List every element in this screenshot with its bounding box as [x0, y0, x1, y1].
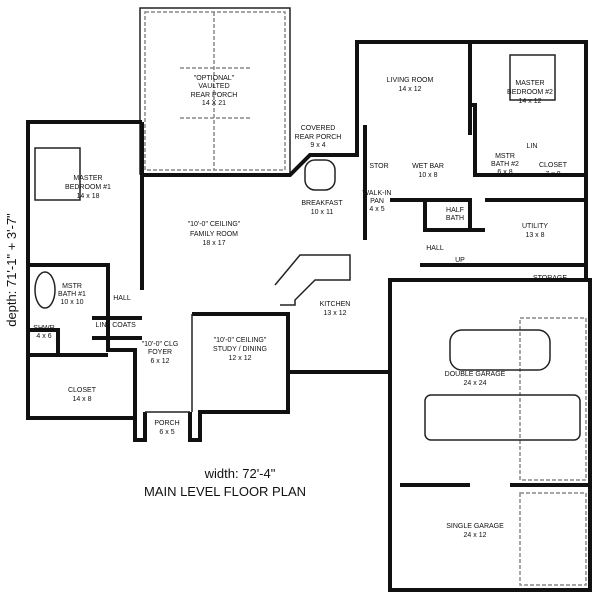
- rear-porch: [139, 7, 291, 175]
- mstr-bath1-name2: BATH #1: [58, 291, 86, 298]
- hall2-name: HALL: [426, 245, 444, 252]
- porch-name: PORCH: [154, 420, 179, 427]
- family-name: FAMILY ROOM: [190, 231, 238, 238]
- master-bed2-size: 14 x 12: [519, 98, 542, 105]
- mstr-bath2-name2: BATH #2: [491, 161, 519, 168]
- breakfast-size: 10 x 11: [311, 209, 334, 216]
- closet1-name: CLOSET: [68, 387, 97, 394]
- living-size: 14 x 12: [399, 86, 422, 93]
- rear-porch-note1: "OPTIONAL": [194, 75, 235, 82]
- closet2-name: CLOSET: [539, 162, 568, 169]
- coats-name: COATS: [112, 322, 136, 329]
- master-bed1-name1: MASTER: [73, 175, 102, 182]
- garage: [388, 278, 592, 592]
- bed-icon: [509, 54, 556, 101]
- rear-porch-name: REAR PORCH: [191, 92, 238, 99]
- foyer-name: FOYER: [148, 349, 172, 356]
- half-bath-name1: HALF: [446, 207, 464, 214]
- stor-name: STOR: [369, 163, 388, 170]
- porch-size: 6 x 5: [159, 429, 174, 436]
- closet2-size: 7 x 8: [545, 171, 560, 178]
- wet-bar-size: 10 x 8: [418, 172, 437, 179]
- covered-porch-name2: REAR PORCH: [295, 134, 342, 141]
- walkin-pan-size: 4 x 5: [369, 206, 384, 213]
- walkin-pan-name2: PAN: [370, 198, 384, 205]
- double-garage-size: 24 x 24: [464, 380, 487, 387]
- utility-size: 13 x 8: [525, 232, 544, 239]
- master-bed2-name1: MASTER: [515, 80, 544, 87]
- shwr-name: SHWR: [33, 325, 54, 332]
- lin1-name: LIN: [96, 322, 107, 329]
- covered-porch-size: 9 x 4: [310, 142, 325, 149]
- study-name: STUDY / DINING: [213, 346, 267, 353]
- utility-name: UTILITY: [522, 223, 548, 230]
- dining-table-icon: [304, 159, 336, 191]
- bathtub-icon: [34, 271, 56, 309]
- half-bath-name2: BATH: [446, 215, 464, 222]
- walkin-pan-name1: WALK-IN: [363, 190, 392, 197]
- rear-porch-note2: VAULTED: [198, 83, 229, 90]
- bed-icon: [34, 147, 81, 201]
- car-icon: [449, 329, 551, 371]
- mstr-bath2-name1: MSTR: [495, 153, 515, 160]
- shwr-size: 4 x 6: [36, 333, 51, 340]
- mstr-bath1-size: 10 x 10: [61, 299, 84, 306]
- truck-icon: [424, 394, 581, 441]
- single-garage-name: SINGLE GARAGE: [446, 523, 504, 530]
- hall1-name: HALL: [113, 295, 131, 302]
- closet1-size: 14 x 8: [72, 396, 91, 403]
- foyer-size: 6 x 12: [150, 358, 169, 365]
- master-bed1-size: 14 x 18: [77, 193, 100, 200]
- family-note: "10'-0" CEILING": [188, 221, 241, 228]
- mstr-bath2-size: 6 x 8: [497, 169, 512, 176]
- kitchen-counter: [34, 54, 556, 309]
- single-garage-size: 24 x 12: [464, 532, 487, 539]
- kitchen-size: 13 x 12: [324, 310, 347, 317]
- covered-porch-name1: COVERED: [301, 125, 336, 132]
- walls: [26, 40, 590, 442]
- mstr-bath1-name1: MSTR: [62, 283, 82, 290]
- master-bed2-name2: BEDROOM #2: [507, 89, 553, 96]
- foyer-note: "10'-0" CLG: [142, 341, 179, 348]
- storage-name: STORAGE: [533, 275, 567, 282]
- study-size: 12 x 12: [229, 355, 252, 362]
- breakfast-name: BREAKFAST: [301, 200, 343, 207]
- up-name: UP: [455, 257, 465, 264]
- study-note: "10'-0" CEILING": [214, 337, 267, 344]
- living-name: LIVING ROOM: [387, 77, 434, 84]
- family-size: 18 x 17: [203, 240, 226, 247]
- width-label: width: 72'-4": [204, 466, 276, 481]
- plan-title: MAIN LEVEL FLOOR PLAN: [144, 484, 306, 499]
- depth-label: depth: 71'-1" + 3'-7": [4, 213, 19, 327]
- lin2-name: LIN: [527, 143, 538, 150]
- wet-bar-name: WET BAR: [412, 163, 444, 170]
- kitchen-name: KITCHEN: [320, 301, 351, 308]
- rear-porch-size: 14 X 21: [202, 100, 226, 107]
- double-garage-name: DOUBLE GARAGE: [445, 371, 506, 378]
- master-bed1-name2: BEDROOM #1: [65, 184, 111, 191]
